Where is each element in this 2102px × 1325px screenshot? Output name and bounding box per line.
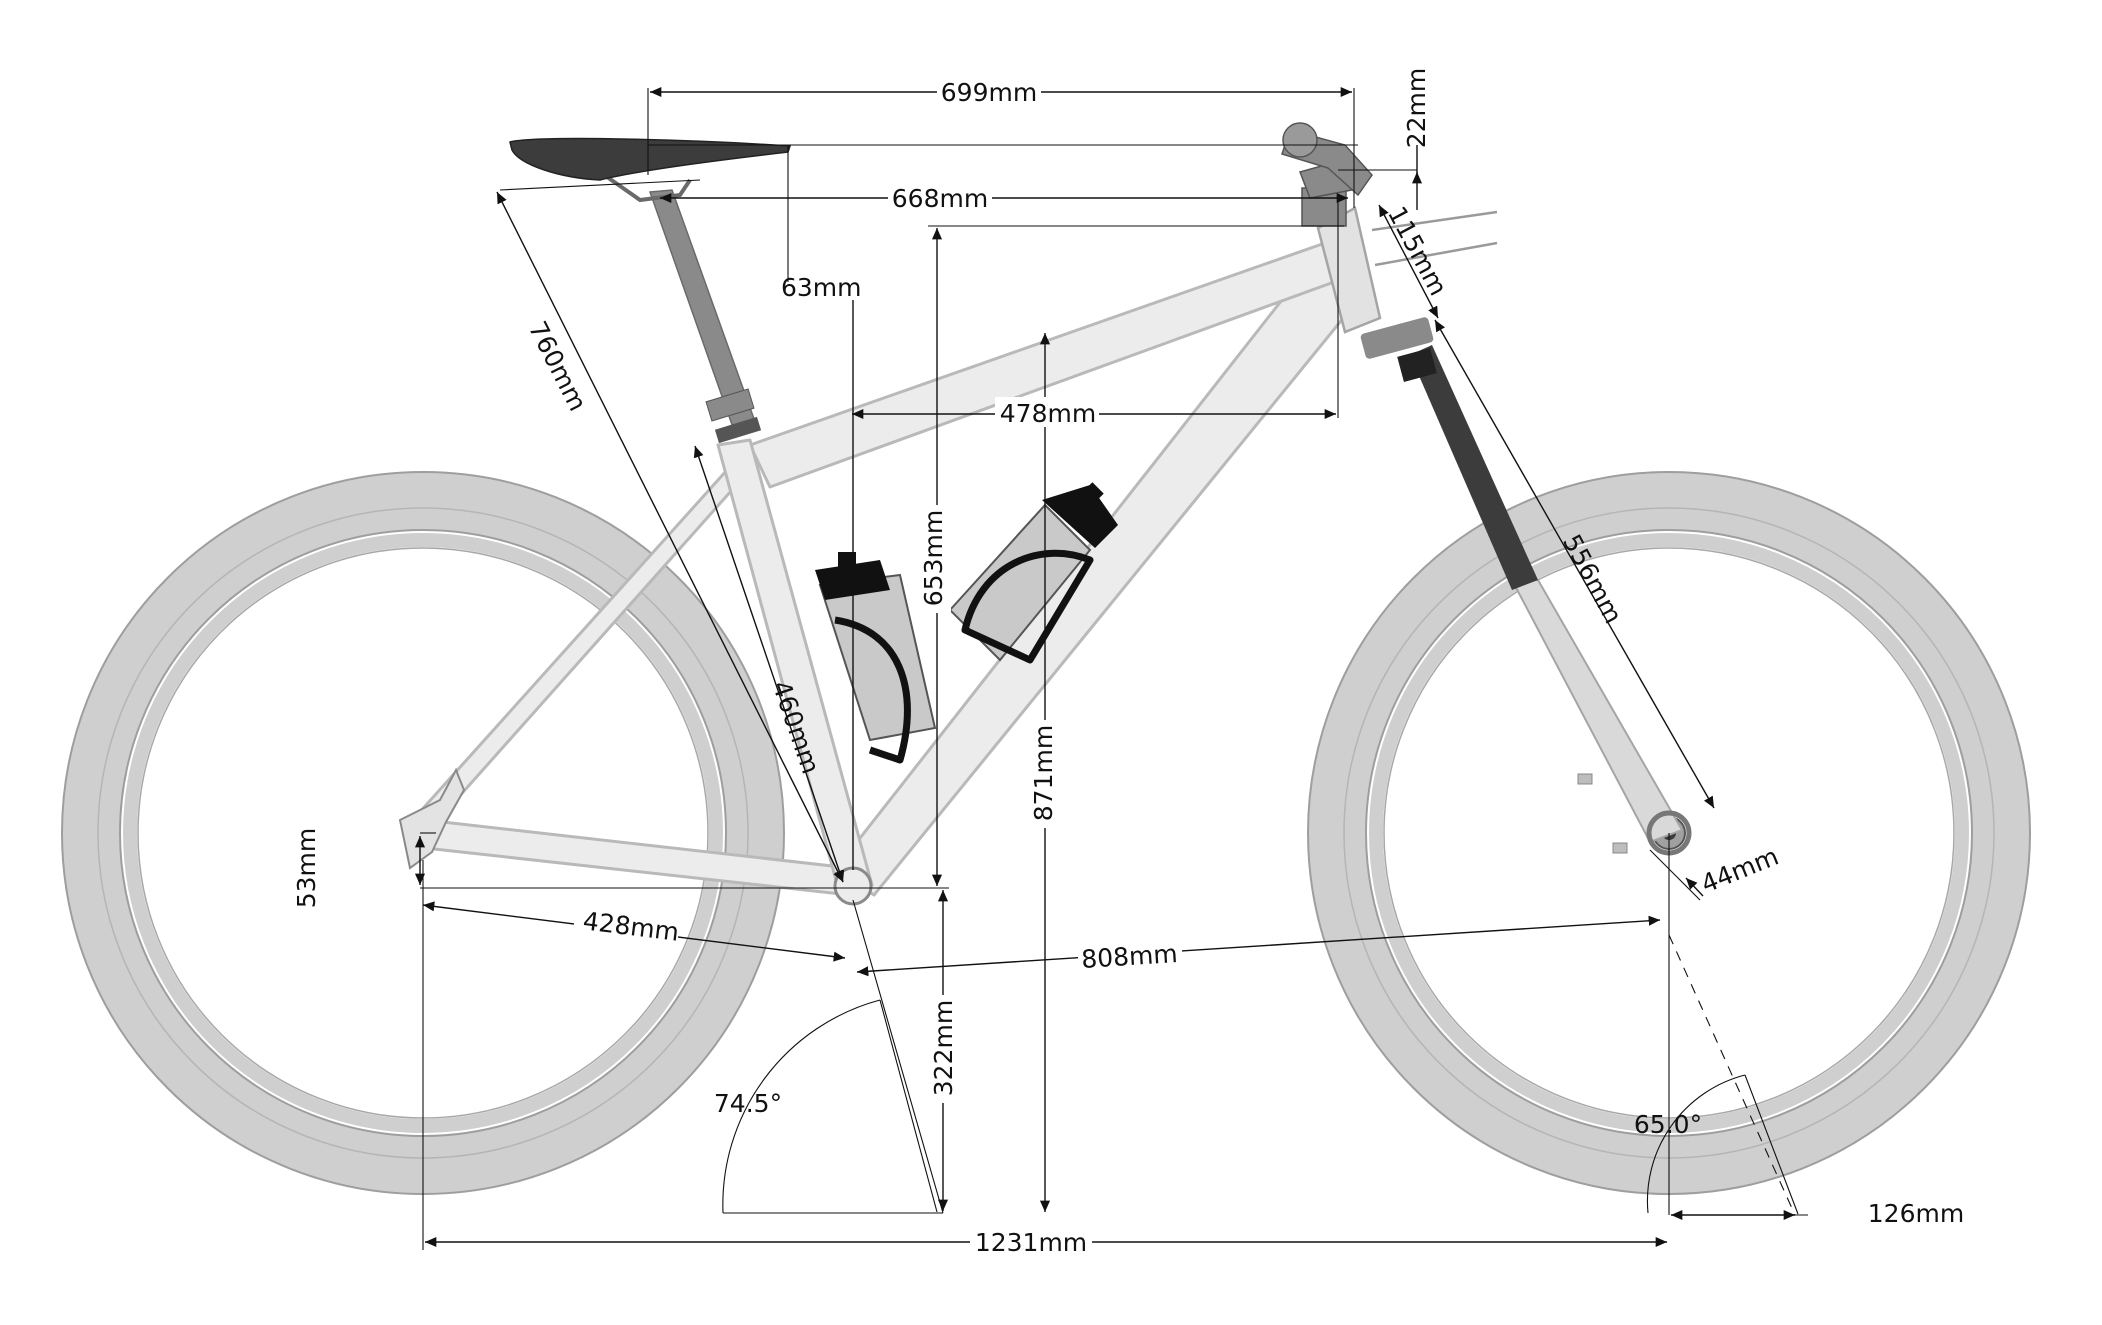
dim-322: 322mm xyxy=(929,1000,958,1096)
dim-699: 699mm xyxy=(941,78,1037,107)
dim-478: 478mm xyxy=(1000,399,1096,428)
handlebar-grip-end xyxy=(1282,122,1318,158)
dimension-labels: 699mm 668mm 63mm 22mm 115mm 478mm 760mm … xyxy=(292,68,1964,1257)
fork-crown xyxy=(1360,317,1434,359)
fork-lowers xyxy=(1510,579,1684,844)
dim-668: 668mm xyxy=(892,184,988,213)
dim-760: 760mm xyxy=(523,317,593,416)
dim-63: 63mm xyxy=(781,273,862,302)
dim-871: 871mm xyxy=(1029,725,1058,821)
dimension-lines xyxy=(414,86,1808,1250)
dim-808: 808mm xyxy=(1080,939,1178,974)
dropout xyxy=(398,767,466,870)
saddle xyxy=(509,137,792,181)
dim-115: 115mm xyxy=(1382,202,1453,301)
dim-44: 44mm xyxy=(1697,842,1783,899)
dim-1231: 1231mm xyxy=(975,1228,1087,1257)
chainstay xyxy=(423,818,852,897)
cockpit xyxy=(1281,122,1498,267)
dim-74-5-deg: 74.5° xyxy=(714,1089,782,1118)
dim-65-deg: 65.0° xyxy=(1634,1110,1702,1139)
seatpost-and-saddle xyxy=(509,137,792,444)
bottle-cage-down-tube xyxy=(948,482,1118,664)
dim-653: 653mm xyxy=(919,510,948,606)
dim-22: 22mm xyxy=(1402,68,1431,149)
dim-53: 53mm xyxy=(292,828,321,909)
water-bottle-2 xyxy=(948,503,1092,662)
dim-126: 126mm xyxy=(1868,1199,1964,1228)
